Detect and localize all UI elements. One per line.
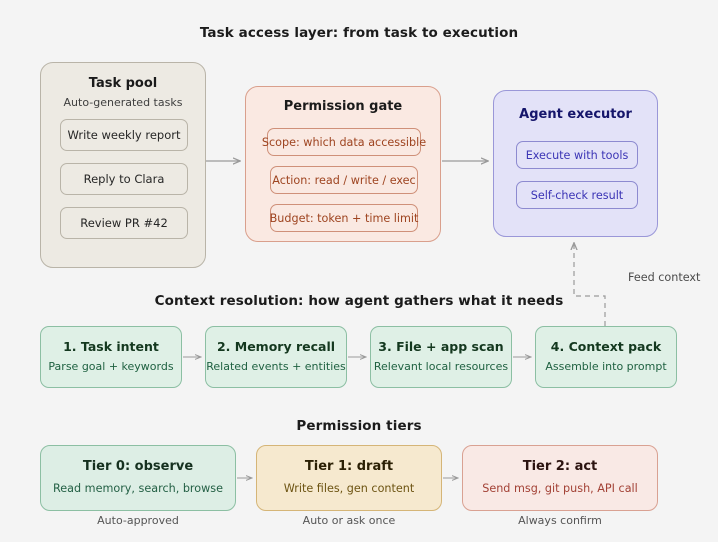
context-step-title: 3. File + app scan [378, 339, 504, 354]
task-item-reply-to-clara[interactable]: Reply to Clara [60, 163, 188, 195]
tier-title: Tier 1: draft [304, 459, 394, 474]
tier-box-observe[interactable]: Tier 0: observe Read memory, search, bro… [40, 445, 236, 511]
tier-subtitle: Send msg, git push, API call [482, 482, 638, 495]
diagram-title-context-resolution: Context resolution: how agent gathers wh… [154, 293, 564, 309]
permission-item-action[interactable]: Action: read / write / exec [270, 166, 418, 194]
permission-item-scope-label: Scope: which data accessible [261, 135, 427, 149]
context-step-title: 1. Task intent [63, 339, 159, 354]
arrow-feedback-context [574, 243, 606, 326]
tier-caption-act: Always confirm [518, 514, 602, 527]
tier-caption-observe: Auto-approved [97, 514, 179, 527]
context-step-subtitle: Parse goal + keywords [48, 360, 174, 373]
diagram-title-permission-tiers: Permission tiers [296, 418, 422, 434]
context-step-file-app-scan[interactable]: 3. File + app scan Relevant local resour… [370, 326, 512, 388]
agent-executor-title: Agent executor [519, 107, 632, 122]
tier-title: Tier 0: observe [82, 459, 194, 474]
permission-item-budget[interactable]: Budget: token + time limit [270, 204, 418, 232]
task-item-review-pr[interactable]: Review PR #42 [60, 207, 188, 239]
task-pool-subtitle: Auto-generated tasks [63, 96, 183, 109]
task-pool-group: Task pool Auto-generated tasks Write wee… [40, 62, 206, 268]
context-step-context-pack[interactable]: 4. Context pack Assemble into prompt [535, 326, 677, 388]
agent-executor-group: Agent executor Execute with tools Self-c… [493, 90, 658, 237]
context-step-subtitle: Relevant local resources [373, 360, 509, 373]
task-item-write-weekly-report[interactable]: Write weekly report [60, 119, 188, 151]
tier-title: Tier 2: act [522, 459, 598, 474]
permission-item-scope[interactable]: Scope: which data accessible [262, 128, 426, 156]
context-step-memory-recall[interactable]: 2. Memory recall Related events + entiti… [205, 326, 347, 388]
tier-caption-draft: Auto or ask once [302, 514, 396, 527]
permission-gate-title: Permission gate [283, 99, 403, 114]
feedback-edge-label: Feed context [628, 271, 701, 284]
permission-gate-group: Permission gate Scope: which data access… [245, 86, 441, 242]
context-step-subtitle: Assemble into prompt [545, 360, 667, 373]
executor-item-execute-with-tools[interactable]: Execute with tools [516, 141, 638, 169]
task-pool-title: Task pool [88, 76, 158, 91]
tier-box-draft[interactable]: Tier 1: draft Write files, gen content [256, 445, 442, 511]
context-step-subtitle: Related events + entities [206, 360, 346, 373]
executor-item-self-check-result[interactable]: Self-check result [516, 181, 638, 209]
tier-box-act[interactable]: Tier 2: act Send msg, git push, API call [462, 445, 658, 511]
tier-subtitle: Read memory, search, browse [53, 482, 223, 495]
context-step-title: 4. Context pack [550, 339, 662, 354]
diagram-title-access-layer: Task access layer: from task to executio… [199, 25, 519, 41]
context-step-title: 2. Memory recall [216, 339, 336, 354]
tier-subtitle: Write files, gen content [283, 482, 415, 495]
context-step-task-intent[interactable]: 1. Task intent Parse goal + keywords [40, 326, 182, 388]
